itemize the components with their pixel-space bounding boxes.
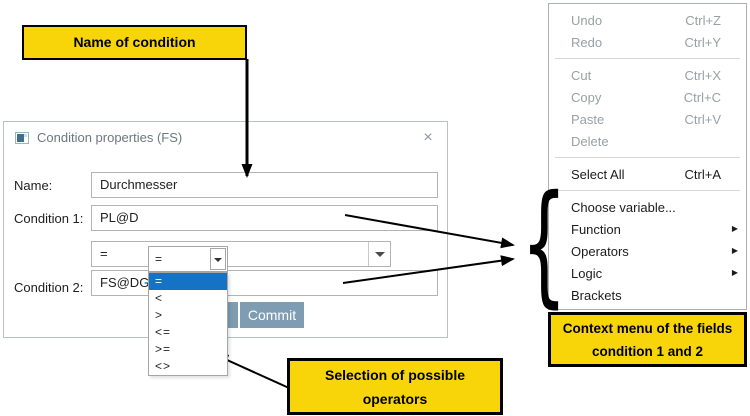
menu-item-delete[interactable]: Delete	[571, 133, 609, 149]
submenu-arrow-icon: ▶	[731, 246, 738, 255]
menu-item-operators[interactable]: Operators ▶	[571, 243, 738, 259]
operator-combobox-value: =	[100, 246, 108, 261]
chevron-down-icon[interactable]	[210, 248, 226, 270]
operator-option-greater-equal[interactable]: >=	[155, 342, 172, 356]
operator-dropdown-value: =	[155, 252, 163, 266]
callout-name-of-condition: Name of condition	[22, 25, 247, 60]
operator-combobox[interactable]: =	[91, 241, 391, 267]
operator-option-less[interactable]: <	[155, 291, 164, 305]
dialog-titlebar[interactable]: Condition properties (FS) ×	[4, 122, 447, 152]
name-label: Name:	[14, 178, 53, 193]
operator-dropdown-header[interactable]: =	[148, 246, 228, 272]
condition1-label: Condition 1:	[14, 211, 84, 226]
chevron-down-icon[interactable]	[368, 242, 390, 266]
callout-context-menu: Context menu of the fields condition 1 a…	[548, 312, 747, 367]
menu-item-cut[interactable]: Cut Ctrl+X	[571, 67, 721, 83]
operator-option-not-equal[interactable]: <>	[155, 359, 172, 373]
menu-item-function[interactable]: Function ▶	[571, 221, 738, 237]
menu-item-logic[interactable]: Logic ▶	[571, 265, 738, 281]
context-menu: Undo Ctrl+Z Redo Ctrl+Y Cut Ctrl+X Copy …	[548, 3, 747, 310]
close-icon[interactable]: ×	[415, 127, 441, 149]
submenu-arrow-icon: ▶	[731, 268, 738, 277]
menu-item-choose-variable[interactable]: Choose variable...	[571, 199, 676, 215]
dialog-title: Condition properties (FS)	[37, 130, 183, 145]
menu-item-undo[interactable]: Undo Ctrl+Z	[571, 12, 721, 28]
operator-option-equal[interactable]: =	[149, 273, 227, 290]
operator-option-less-equal[interactable]: <=	[155, 325, 172, 339]
name-input[interactable]: Durchmesser	[91, 172, 438, 198]
menu-separator	[555, 58, 740, 59]
condition1-input[interactable]: PL@D	[91, 205, 438, 231]
curly-brace-annotation: {	[521, 167, 568, 321]
commit-button[interactable]: Commit	[240, 302, 304, 328]
hidden-button-sliver[interactable]	[228, 302, 238, 328]
menu-item-redo[interactable]: Redo Ctrl+Y	[571, 34, 721, 50]
menu-item-select-all[interactable]: Select All Ctrl+A	[571, 166, 721, 182]
menu-separator	[555, 157, 740, 158]
condition2-label: Condition 2:	[14, 280, 84, 295]
dialog-window-icon	[15, 132, 29, 144]
operator-option-greater[interactable]: >	[155, 308, 164, 322]
menu-item-copy[interactable]: Copy Ctrl+C	[571, 89, 721, 105]
menu-item-brackets[interactable]: Brackets	[571, 287, 622, 303]
submenu-arrow-icon: ▶	[731, 224, 738, 233]
menu-separator	[555, 190, 740, 191]
menu-item-paste[interactable]: Paste Ctrl+V	[571, 111, 721, 127]
condition2-input[interactable]: FS@DG	[91, 270, 438, 296]
callout-selection-of-operators: Selection of possible operators	[287, 358, 503, 415]
operator-dropdown-list: = < > <= >= <>	[148, 272, 228, 376]
